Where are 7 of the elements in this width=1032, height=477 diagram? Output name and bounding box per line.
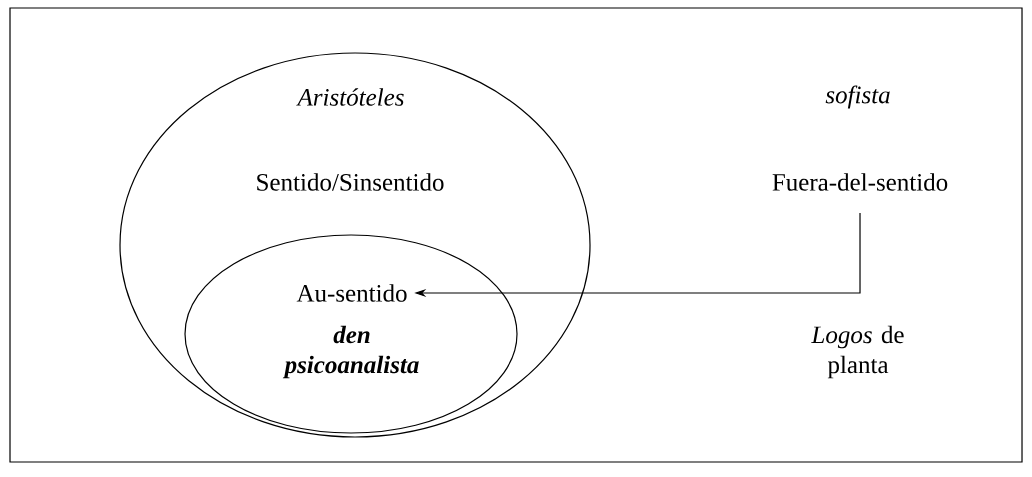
text: Aristóteles <box>296 88 404 106</box>
text: Au-sentido <box>296 284 407 302</box>
text: Sentido/Sinsentido <box>257 173 444 191</box>
label: Logos de planta <box>811 325 904 379</box>
text: Fuera-del-sentido <box>772 173 948 191</box>
label: sofista <box>825 85 890 109</box>
text: den psicoanalista <box>282 325 419 379</box>
